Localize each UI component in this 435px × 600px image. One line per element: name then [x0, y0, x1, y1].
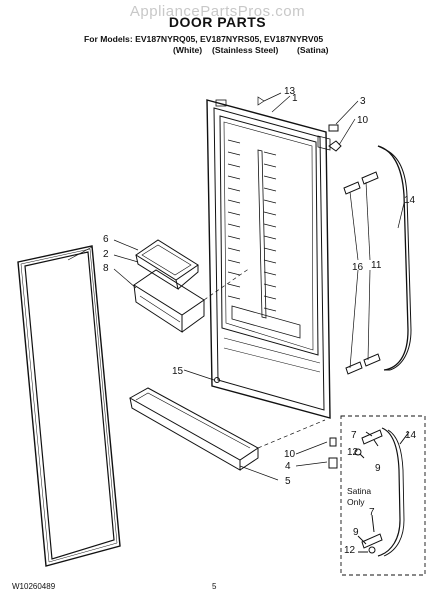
callout-13: 13 [284, 86, 296, 97]
callout-11: 11 [371, 260, 382, 271]
callout-16: 16 [352, 262, 364, 273]
callout-10-top: 10 [357, 115, 369, 126]
screw-15 [214, 377, 220, 383]
models-line: For Models: EV187NYRQ05, EV187NYRS05, EV… [84, 34, 324, 44]
inset-callout-12-top: 12 [347, 447, 359, 458]
inset-callout-14: 14 [405, 430, 417, 441]
watermark: AppliancePartsPros.com [129, 3, 306, 20]
door-bins [133, 239, 205, 333]
inset-note-line1: Satina [347, 486, 371, 496]
inset-note-line2: Only [347, 497, 365, 507]
inset-callout-7-bottom: 7 [369, 507, 375, 518]
bottom-shelf [128, 387, 259, 471]
callout-10-bottom: 10 [284, 449, 296, 460]
callout-6: 6 [103, 234, 109, 245]
inset-callout-9-bottom: 9 [353, 527, 359, 538]
inset-callout-9-top: 9 [375, 463, 381, 474]
callout-15: 15 [172, 366, 184, 377]
satina-inset [340, 415, 426, 576]
page-title: DOOR PARTS [168, 14, 267, 30]
callout-4: 4 [285, 461, 291, 472]
finish-satina: (Satina) [297, 45, 329, 55]
page-number: 5 [212, 582, 217, 591]
door-gasket [17, 245, 121, 567]
leader-lines [67, 92, 405, 481]
callout-14: 14 [404, 195, 416, 206]
callout-2: 2 [103, 249, 109, 260]
inset-callout-12-bottom: 12 [344, 545, 356, 556]
inset-callout-7-top: 7 [351, 430, 357, 441]
callout-5: 5 [285, 476, 291, 487]
callout-1: 1 [292, 93, 298, 104]
finish-white: (White) [173, 45, 203, 55]
callout-8: 8 [103, 263, 109, 274]
callout-3: 3 [360, 96, 366, 107]
document-number: W10260489 [12, 582, 56, 591]
door-liner [206, 99, 331, 419]
handle-mounts [328, 124, 381, 469]
door-handle [377, 145, 412, 371]
finish-stainless: (Stainless Steel) [212, 45, 279, 55]
